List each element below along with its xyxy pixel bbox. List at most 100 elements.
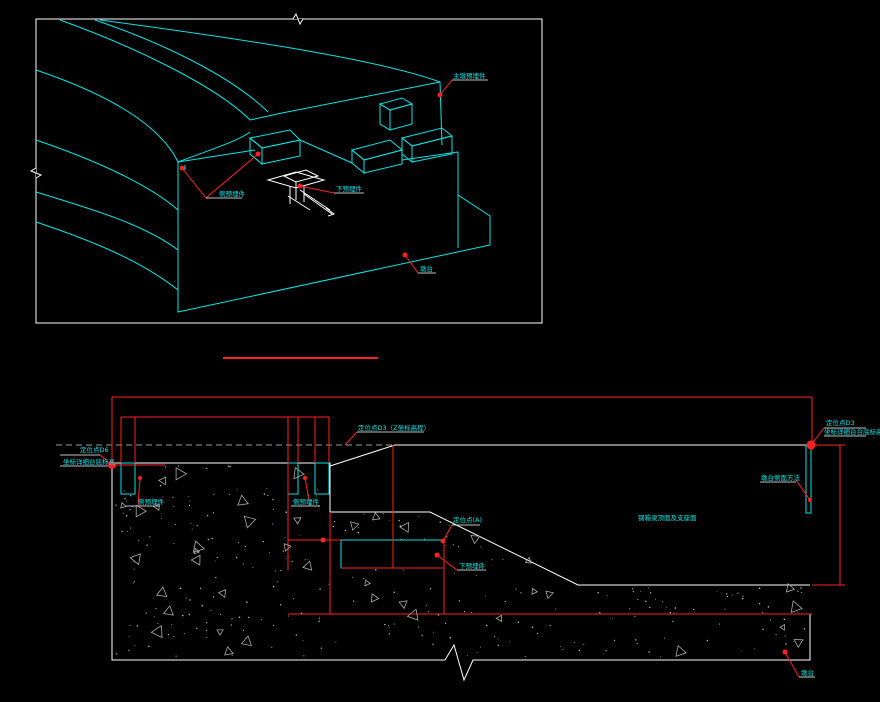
aggregate-triangle [371,512,381,521]
hatch-dot [171,624,173,626]
hatch-dot [476,652,478,654]
hatch-dot [504,600,506,603]
hatch-dot [635,639,637,641]
hatch-dot [388,627,390,628]
hatch-dot [418,626,420,628]
hatch-dot [502,559,504,561]
aggregate-triangle [237,494,249,506]
hatch-dot [432,643,434,645]
hatch-dot [212,596,215,598]
aggregate-triangle [370,593,380,603]
hatch-dot [215,576,217,579]
label-datum-mid: 定位点D3（Z坐标高程） [358,423,430,432]
aggregate-triangle [790,600,803,614]
hatch-dot [196,627,198,630]
hatch-dot [248,616,250,619]
hatch-dot [647,587,649,589]
aggregate-triangle [120,501,127,509]
hatch-dot [761,611,763,614]
hatch-dot [266,488,268,490]
hatch-dot [159,484,162,487]
hatch-dot [726,593,728,595]
hatch-dot [206,467,208,470]
aggregate-triangle [216,629,224,636]
label-side-embed: 侧预埋件 [219,189,246,198]
hatch-dot [207,538,210,541]
hatch-dot [273,508,275,510]
hatch-dot [784,635,786,637]
hatch-dot [284,536,286,538]
hatch-dot [471,612,473,614]
hatch-dot [603,653,605,655]
hatch-dot [282,550,284,552]
hatch-dot [302,639,304,641]
hatch-dot [133,580,136,582]
hatch-dot [210,609,212,611]
hatch-dot [188,613,191,616]
hatch-dot [238,616,241,619]
label-point-a: 定位点(A) [453,515,482,524]
label-lower-embed-top: 下预埋件 [336,184,363,193]
hatch-dot [246,601,248,604]
hatch-dot [182,614,184,617]
hatch-dot [767,606,770,608]
label-left-embed-1: 侧预埋件 [138,497,165,506]
hatch-dot [480,646,481,648]
hatch-dot [636,642,638,645]
aggregate-triangle [399,521,410,533]
hatch-dot [206,622,208,624]
hatch-dot [128,649,130,651]
hatch-dot [227,465,229,467]
hatch-dot [133,568,135,570]
hatch-dot [252,566,254,568]
hatch-dot [332,525,334,528]
aggregate-triangle [793,639,804,648]
hatch-dot [267,494,269,496]
hatch-dot [245,525,247,527]
hatch-dot [398,519,400,522]
hatch-dot [669,611,672,614]
hatch-dot [319,588,321,590]
hatch-dot [758,587,761,590]
hatch-dot [318,618,320,620]
hatch-dot [605,649,607,652]
hatch-dot [358,527,360,529]
hatch-dot [206,515,209,517]
hatch-dot [121,530,123,532]
hatch-dot [555,608,557,610]
hatch-dot [665,606,667,608]
hatch-dot [285,558,287,560]
hatch-dot [599,612,601,614]
hatch-dot [424,538,425,540]
hatch-dot [285,511,287,513]
hatch-dot [295,634,297,636]
hatch-dot [445,545,447,546]
hatch-dot [458,600,461,602]
hatch-dot [524,655,526,657]
hatch-dot [279,604,282,606]
top-leaders [179,79,453,274]
hatch-dot [388,633,390,635]
lower-embed-assembly [266,169,336,217]
hatch-dot [803,628,806,630]
hatch-dot [418,516,420,518]
hatch-dot [562,648,564,650]
hatch-dot [494,636,496,638]
hatch-dot [515,588,517,590]
hatch-dot [741,651,743,652]
hatch-dot [444,622,447,625]
hatch-dot [145,612,147,614]
hatch-dot [421,634,423,637]
hatch-dot [186,597,188,599]
hatch-dot [292,598,294,600]
hatch-dot [148,645,150,648]
hatch-dot [433,631,435,633]
hatch-dot [260,619,262,621]
hatch-dot [452,544,454,546]
hatch-dot [132,582,134,584]
hatch-dot [268,552,270,553]
hatch-dot [363,577,365,580]
hatch-dot [598,612,601,614]
dimension-lines [111,396,845,615]
isometric-view: 主墩预埋件 侧预埋件 下预埋件 墩台 [29,12,543,324]
